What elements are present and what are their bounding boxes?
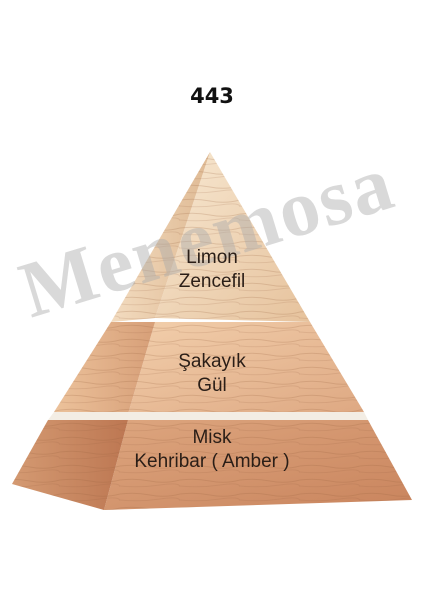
heart-notes-label: Şakayık Gül	[0, 350, 424, 398]
top-tier	[111, 152, 310, 322]
middle-tier	[54, 322, 364, 414]
heart-note: Gül	[197, 375, 227, 396]
base-note: Misk	[192, 427, 232, 448]
base-tier	[12, 420, 412, 510]
top-notes-label: Limon Zencefil	[0, 246, 424, 294]
product-code: 443	[190, 84, 234, 108]
base-note: Kehribar ( Amber )	[134, 451, 290, 472]
top-note: Zencefil	[178, 271, 246, 292]
top-note: Limon	[186, 247, 238, 268]
tier-separator	[48, 412, 368, 420]
base-notes-label: Misk Kehribar ( Amber )	[0, 426, 424, 474]
heart-note: Şakayık	[178, 351, 246, 372]
